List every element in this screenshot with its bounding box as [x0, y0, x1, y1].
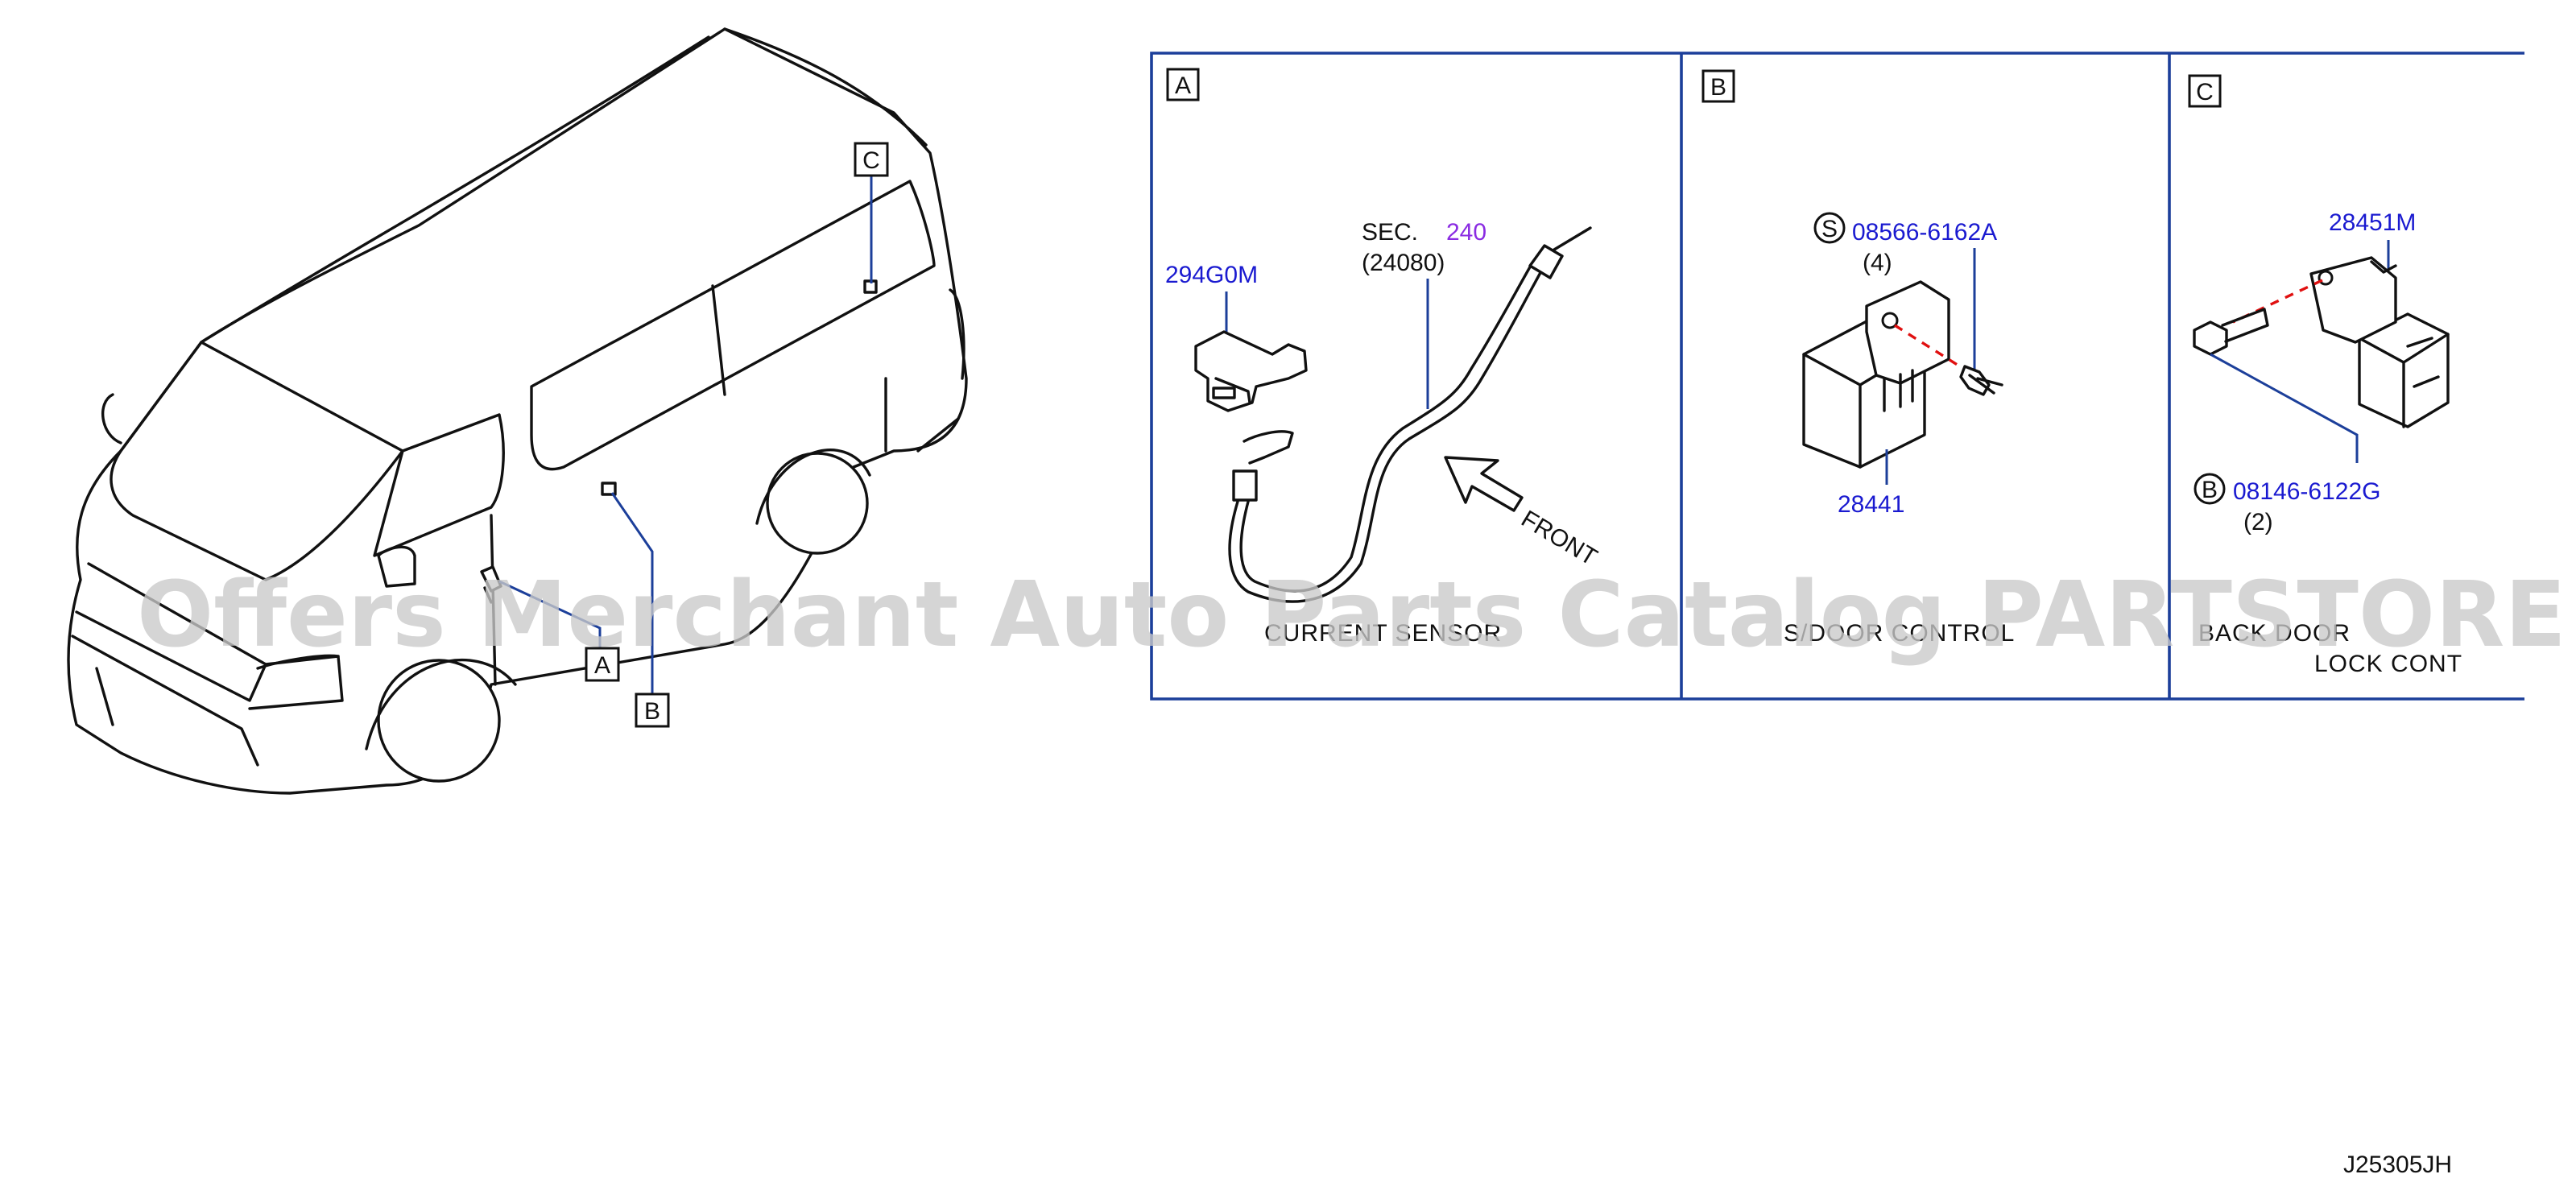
- svg-text:A: A: [594, 652, 610, 679]
- detail-panels-frame: [1150, 52, 2524, 701]
- locator-tag-a: A: [585, 647, 620, 682]
- panel-c-back-door-lock-cont: C 28451M B 08146-6122G (2) BACK DOOR LOC…: [2188, 74, 2462, 677]
- caption-s-door-control: S/DOOR CONTROL: [1784, 620, 2015, 647]
- section-ref-prefix: SEC.: [1362, 219, 1418, 246]
- panel-c-label: C: [2196, 79, 2214, 105]
- svg-text:C: C: [862, 147, 880, 174]
- screw-quantity: (4): [1863, 250, 1892, 276]
- front-direction-arrow: FRONT: [1444, 456, 1602, 572]
- section-ref-number: 240: [1446, 219, 1486, 246]
- svg-text:FRONT: FRONT: [1516, 506, 1602, 572]
- section-ref-sub: (24080): [1362, 250, 1445, 276]
- watermark: Offers Merchant Auto Parts Catalog PARTS…: [137, 563, 2576, 668]
- bolt-quantity: (2): [2243, 509, 2273, 535]
- caption-current-sensor: CURRENT SENSOR: [1264, 620, 1502, 647]
- part-number-294g0m: 294G0M: [1165, 262, 1258, 288]
- panel-a-label: A: [1175, 72, 1191, 99]
- bolt-marker-b: [2194, 473, 2226, 505]
- panel-b-s-door-control: B S 08566-6162A (4) 28441 S/DOOR CONTROL: [1701, 69, 2015, 647]
- part-number-28441: 28441: [1838, 491, 1904, 518]
- caption-lock-cont: LOCK CONT: [2314, 651, 2462, 677]
- diagram-code: J25305JH: [2343, 1151, 2452, 1178]
- panel-a-current-sensor: A 294G0M SEC. 240 (24080) FRONT CURRENT …: [1165, 68, 1602, 647]
- van-illustration: A B C: [67, 27, 968, 795]
- part-number-08146-6122g: 08146-6122G: [2233, 478, 2381, 505]
- part-number-08566-6162a: 08566-6162A: [1852, 219, 1997, 246]
- locator-tag-b: B: [635, 693, 670, 728]
- svg-text:B: B: [2202, 477, 2218, 503]
- caption-back-door: BACK DOOR: [2198, 620, 2351, 647]
- screw-marker-s: [1813, 212, 1846, 244]
- locator-tag-c: C: [854, 142, 889, 177]
- panel-b-label: B: [1710, 74, 1726, 101]
- part-number-28451m: 28451M: [2329, 209, 2416, 236]
- svg-text:S: S: [1821, 216, 1838, 242]
- svg-text:B: B: [644, 698, 660, 725]
